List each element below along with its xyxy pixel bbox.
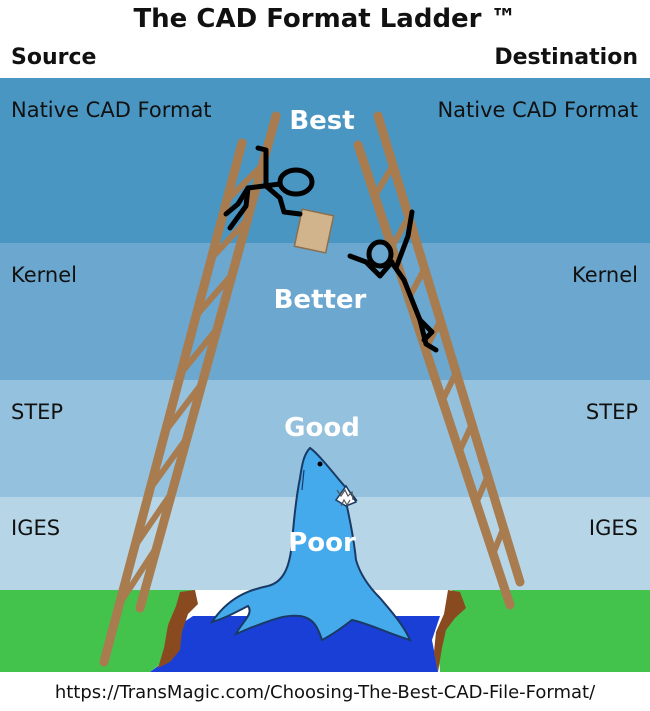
right-ladder-rung: [371, 160, 397, 200]
quality-label-good: Good: [284, 413, 360, 443]
stick-figure-lower: [347, 209, 439, 353]
diagram-title: The CAD Format Ladder ™: [133, 4, 517, 34]
right-ladder-rail-inner: [373, 111, 525, 587]
left-ladder-rung: [193, 273, 234, 319]
left-ladder-rung: [177, 327, 219, 377]
left-ladder-rung: [147, 437, 189, 492]
cliff-right: [434, 590, 466, 672]
source-heading: Source: [11, 45, 97, 70]
destination-format-iges: IGES: [588, 516, 638, 540]
quality-label-better: Better: [273, 285, 367, 315]
right-ladder-rung: [439, 367, 460, 404]
left-ladder-rail-inner: [135, 111, 281, 613]
left-ladder-rung: [223, 163, 264, 204]
shark: [209, 446, 412, 642]
destination-format-native: Native CAD Format: [437, 98, 638, 122]
right-ladder-rung: [490, 523, 508, 557]
left-ladder-rung: [208, 218, 249, 262]
grass-right: [438, 590, 650, 672]
destination-format-kernel: Kernel: [572, 263, 638, 287]
right-ladder-rung: [388, 212, 413, 251]
source-format-iges: IGES: [11, 516, 61, 540]
right-ladder-rung: [456, 419, 476, 455]
left-ladder-rung: [162, 382, 204, 435]
cliff-left: [158, 590, 198, 668]
right-ladder-rung: [473, 471, 492, 506]
band-kernel: [0, 243, 650, 380]
falling-box: [293, 208, 335, 254]
destination-heading: Destination: [494, 45, 638, 70]
left-ladder-rung: [131, 491, 174, 550]
water: [150, 616, 440, 672]
source-format-step: STEP: [11, 400, 64, 424]
left-ladder-rail-outer: [99, 138, 247, 667]
source-format-kernel: Kernel: [11, 263, 77, 287]
grass-left: [0, 590, 195, 672]
source-url: https://TransMagic.com/Choosing-The-Best…: [54, 682, 596, 703]
quality-label-poor: Poor: [288, 528, 356, 558]
right-ladder-rail-outer: [353, 140, 515, 610]
ladder-left: [99, 111, 281, 667]
destination-format-step: STEP: [585, 400, 638, 424]
stick-figure-top: [223, 145, 315, 231]
quality-label-best: Best: [289, 106, 355, 136]
left-ladder-rung: [116, 546, 159, 608]
source-format-native: Native CAD Format: [11, 98, 212, 122]
